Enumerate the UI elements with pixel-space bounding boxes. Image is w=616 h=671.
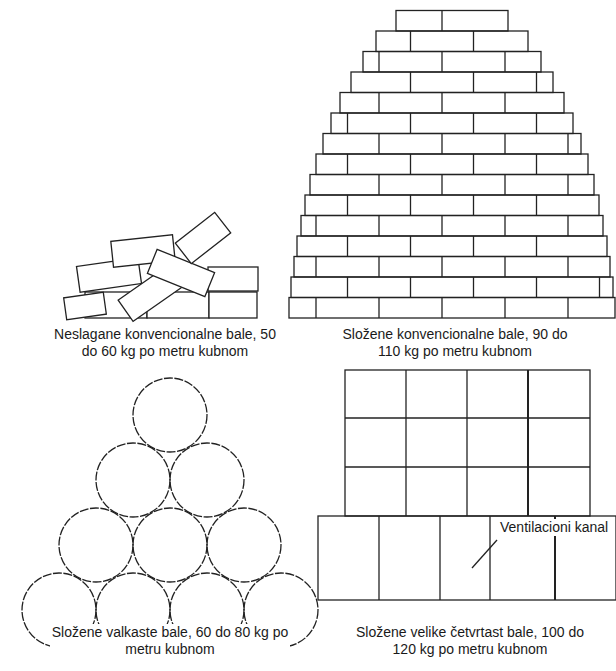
bale-joint — [473, 277, 474, 298]
loose-bales — [64, 212, 258, 321]
bale-joint — [378, 216, 379, 237]
bale-joint — [504, 93, 505, 114]
bale-joint — [504, 175, 505, 196]
bale-joint — [315, 298, 316, 319]
bale-joint — [378, 134, 379, 155]
round-bale — [133, 378, 207, 452]
bale-row — [351, 72, 553, 93]
bale-joint — [441, 52, 442, 73]
bale-joint — [536, 154, 537, 175]
bale-joint — [441, 11, 442, 32]
bale-joint — [441, 257, 442, 278]
round-bale — [207, 508, 281, 582]
bale-joint — [473, 154, 474, 175]
bale-joint — [347, 195, 348, 216]
bale-row — [323, 134, 581, 155]
round-bale — [133, 508, 207, 582]
bale-joint — [536, 195, 537, 216]
bale-row — [297, 236, 607, 257]
bale-joint — [536, 277, 537, 298]
bale-joint — [504, 298, 505, 319]
bale-joint — [315, 216, 316, 237]
bale-joint — [441, 175, 442, 196]
bale-row — [310, 175, 594, 196]
bale-row — [289, 298, 615, 319]
bale-joint — [567, 298, 568, 319]
bale-row — [291, 277, 613, 298]
bale-joint — [347, 277, 348, 298]
bale-joint — [473, 236, 474, 257]
bale-joint — [410, 31, 411, 52]
bale-joint — [410, 195, 411, 216]
bale-joint — [347, 154, 348, 175]
bale-joint — [347, 113, 348, 134]
round-bale — [59, 508, 133, 582]
bale-joint — [536, 113, 537, 134]
bale-joint — [599, 277, 600, 298]
bale-joint — [378, 175, 379, 196]
bale-joint — [536, 72, 537, 93]
bale-joint — [567, 216, 568, 237]
bale-joint — [473, 195, 474, 216]
bale-row — [363, 52, 541, 73]
bale-row — [331, 113, 573, 134]
callout-label: Ventilacioni kanal — [498, 519, 610, 536]
bale-joint — [441, 298, 442, 319]
bale-row — [396, 11, 508, 32]
bale-joint — [504, 216, 505, 237]
bale-joint — [504, 257, 505, 278]
bale-joint — [410, 154, 411, 175]
leader-line — [472, 540, 497, 568]
bale-joint — [441, 93, 442, 114]
bale-row — [316, 154, 588, 175]
bale-joint — [504, 134, 505, 155]
stacked-round-bales — [22, 378, 318, 647]
bale-joint — [378, 298, 379, 319]
bale-row — [294, 257, 610, 278]
bale-row — [340, 93, 564, 114]
bale-joint — [473, 72, 474, 93]
bale-joint — [473, 31, 474, 52]
bale-row — [301, 216, 603, 237]
stacked-conventional-bales — [289, 11, 615, 319]
bale-joint — [504, 52, 505, 73]
bale-row — [305, 195, 599, 216]
bale-joint — [441, 216, 442, 237]
bale-row — [376, 31, 528, 52]
caption: Složene konvencionalne bale, 90 do 110 k… — [335, 326, 575, 360]
bale-joint — [410, 277, 411, 298]
caption: Složene valkaste bale, 60 do 80 kg po me… — [50, 624, 290, 658]
bale-joint — [473, 113, 474, 134]
bale-joint — [536, 236, 537, 257]
bale-joint — [378, 93, 379, 114]
caption: Složene velike četvrtast bale, 100 do 12… — [345, 624, 595, 658]
caption: Neslagane konvencionalne bale, 50 do 60 … — [45, 326, 285, 360]
round-bale — [96, 443, 170, 517]
bale-joint — [567, 134, 568, 155]
stacked-large-square-bales — [318, 370, 616, 600]
bale-joint — [378, 257, 379, 278]
bale-joint — [410, 72, 411, 93]
bale-joint — [347, 236, 348, 257]
round-bale — [170, 443, 244, 517]
bale-joint — [567, 257, 568, 278]
bale-joint — [315, 257, 316, 278]
bale-joint — [567, 175, 568, 196]
bale-joint — [441, 134, 442, 155]
bale-joint — [410, 236, 411, 257]
bale-joint — [378, 52, 379, 73]
bale-joint — [410, 113, 411, 134]
